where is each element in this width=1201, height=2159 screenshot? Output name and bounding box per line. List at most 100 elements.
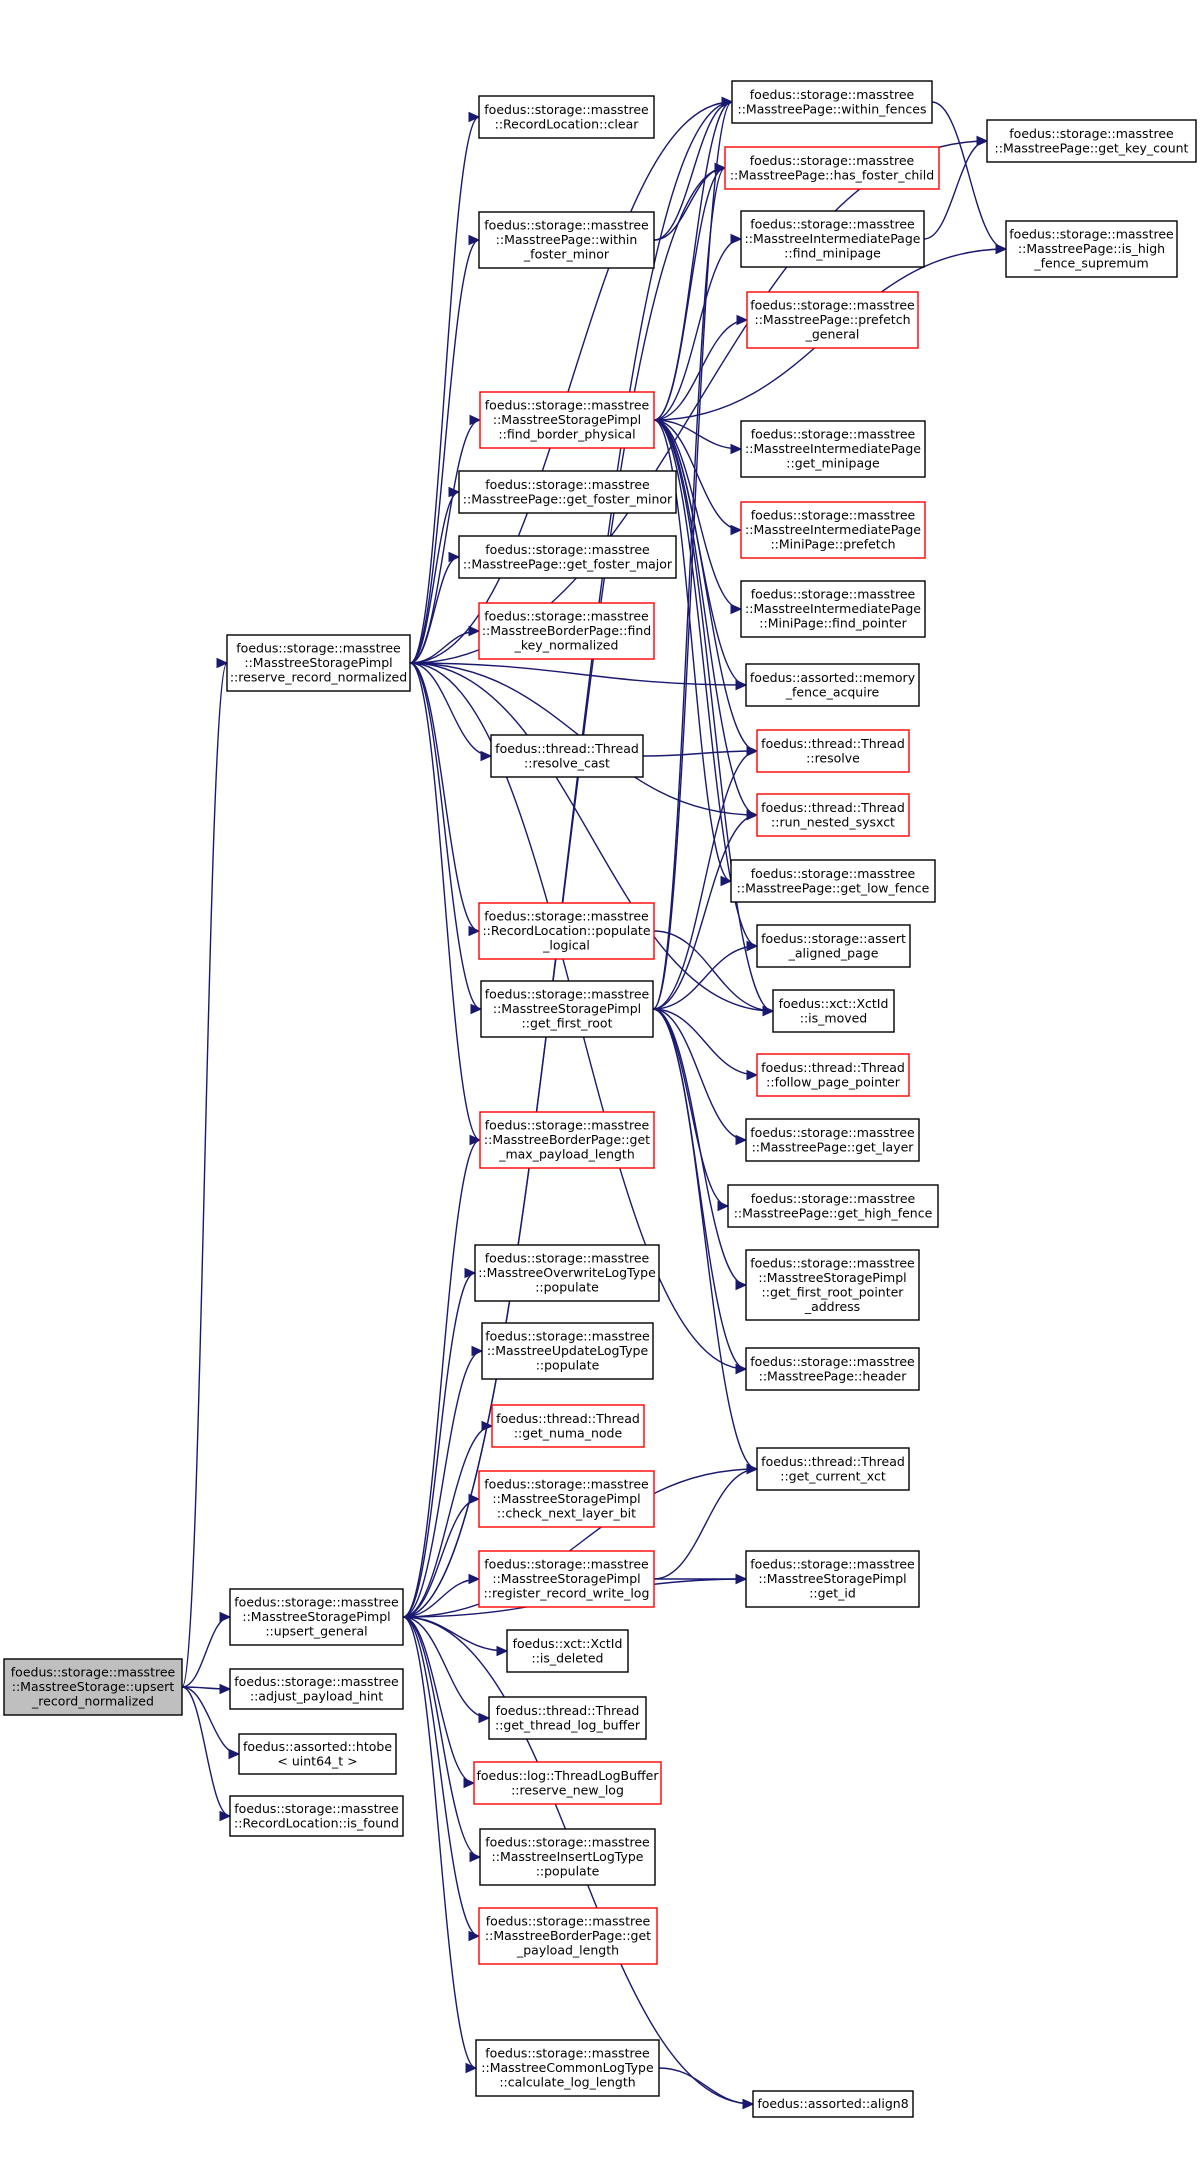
graph-node[interactable]: foedus::storage::masstree::MasstreePage:… xyxy=(478,211,655,269)
node-label-line: foedus::storage::masstree xyxy=(234,1595,399,1610)
node-label-line: ::MasstreeStoragePimpl xyxy=(242,1609,390,1624)
graph-node[interactable]: foedus::storage::masstree::MasstreeInser… xyxy=(479,1828,656,1886)
graph-node[interactable]: foedus::storage::masstree::MasstreeInter… xyxy=(740,420,926,478)
node-label-line: ::MasstreePage::is_high xyxy=(1018,241,1165,256)
graph-node[interactable]: foedus::thread::Thread::get_thread_log_b… xyxy=(488,1696,647,1740)
graph-node[interactable]: foedus::storage::masstree::MasstreeStora… xyxy=(479,391,655,449)
graph-node[interactable]: foedus::storage::masstree::MasstreeOverw… xyxy=(474,1244,660,1302)
node-box xyxy=(479,1111,655,1169)
graph-node[interactable]: foedus::thread::Thread::resolve xyxy=(756,729,910,773)
graph-edge xyxy=(409,556,460,664)
graph-node[interactable]: foedus::storage::masstree::RecordLocatio… xyxy=(478,95,655,139)
node-label-line: _foster_minor xyxy=(523,247,610,262)
node-box xyxy=(478,211,655,269)
edge-arrowhead xyxy=(465,2062,478,2074)
node-label-line: ::is_deleted xyxy=(532,1650,604,1665)
node-label-line: _key_normalized xyxy=(514,638,619,653)
node-label-line: foedus::storage::masstree xyxy=(750,153,915,168)
graph-edge xyxy=(653,167,726,421)
graph-edge xyxy=(652,814,758,1010)
graph-node[interactable]: foedus::storage::masstree::MasstreeStora… xyxy=(478,1550,655,1608)
graph-node[interactable]: foedus::xct::XctId::is_deleted xyxy=(506,1629,629,1673)
graph-node[interactable]: foedus::storage::masstree::MasstreePage:… xyxy=(724,146,940,190)
graph-node[interactable]: foedus::thread::Thread::run_nested_sysxc… xyxy=(756,793,910,837)
node-label-line: ::MasstreeOverwriteLogType xyxy=(478,1265,656,1280)
graph-node[interactable]: foedus::storage::masstree::MasstreeCommo… xyxy=(475,2039,660,2097)
graph-node[interactable]: foedus::storage::masstree::MasstreeStora… xyxy=(745,1550,920,1608)
graph-node[interactable]: foedus::thread::Thread::follow_page_poin… xyxy=(756,1053,910,1097)
graph-node[interactable]: foedus::thread::Thread::get_numa_node xyxy=(491,1404,645,1448)
graph-edge xyxy=(653,101,733,241)
graph-edge xyxy=(653,238,742,421)
node-box xyxy=(229,1588,404,1646)
edge-arrowhead xyxy=(730,603,743,615)
node-label-line: ::get_minipage xyxy=(786,456,880,471)
node-box xyxy=(238,1733,397,1775)
graph-node[interactable]: foedus::thread::Thread::get_current_xct xyxy=(756,1447,910,1491)
node-box xyxy=(226,634,411,692)
node-label-line: ::MasstreeStoragePimpl xyxy=(758,1270,906,1285)
edge-arrowhead xyxy=(714,162,727,174)
node-label-line: ::MiniPage::prefetch xyxy=(770,537,895,552)
graph-node[interactable]: foedus::storage::masstree::MasstreeStora… xyxy=(3,1658,183,1716)
edge-arrowhead xyxy=(736,314,749,326)
node-label-line: foedus::storage::masstree xyxy=(484,1477,649,1492)
graph-node[interactable]: foedus::log::ThreadLogBuffer::reserve_ne… xyxy=(473,1761,662,1805)
node-box xyxy=(490,734,644,778)
graph-node[interactable]: foedus::storage::masstree::MasstreeStora… xyxy=(226,634,411,692)
graph-edge xyxy=(653,419,758,816)
graph-node[interactable]: foedus::storage::masstree::MasstreeBorde… xyxy=(478,602,655,660)
graph-edge xyxy=(409,662,747,686)
node-label-line: _record_normalized xyxy=(31,1694,154,1709)
graph-node[interactable]: foedus::storage::masstree::RecordLocatio… xyxy=(229,1795,404,1837)
graph-node[interactable]: foedus::storage::masstree::MasstreePage:… xyxy=(727,1184,939,1228)
graph-node[interactable]: foedus::storage::masstree::MasstreePage:… xyxy=(746,291,919,349)
graph-node[interactable]: foedus::xct::XctId::is_moved xyxy=(772,989,895,1033)
edge-arrowhead xyxy=(468,1573,481,1585)
graph-node[interactable]: foedus::storage::masstree::MasstreeBorde… xyxy=(479,1111,655,1169)
graph-node[interactable]: foedus::storage::masstree::MasstreePage:… xyxy=(458,535,677,579)
node-label-line: foedus::thread::Thread xyxy=(761,800,905,815)
node-box xyxy=(986,119,1197,163)
node-label-line: ::MasstreeStoragePimpl xyxy=(244,655,392,670)
graph-node[interactable]: foedus::storage::masstree::MasstreePage:… xyxy=(986,119,1197,163)
node-label-line: ::RecordLocation::clear xyxy=(495,116,640,131)
graph-node[interactable]: foedus::storage::masstree::MasstreePage:… xyxy=(745,1347,920,1391)
graph-node[interactable]: foedus::thread::Thread::resolve_cast xyxy=(490,734,644,778)
graph-edge xyxy=(652,1008,758,1470)
graph-node[interactable]: foedus::storage::masstree::MasstreePage:… xyxy=(1005,220,1178,278)
graph-node[interactable]: foedus::storage::masstree::MasstreeInter… xyxy=(740,210,925,268)
node-label-line: ::adjust_payload_hint xyxy=(250,1688,383,1703)
node-label-line: ::MasstreeIntermediatePage xyxy=(745,441,921,456)
graph-node[interactable]: foedus::storage::masstree::MasstreePage:… xyxy=(458,470,677,514)
graph-node[interactable]: foedus::storage::masstree::MasstreeBorde… xyxy=(478,1907,658,1965)
graph-node[interactable]: foedus::storage::masstree::MasstreePage:… xyxy=(731,80,933,124)
node-label-line: foedus::storage::masstree xyxy=(484,609,649,624)
graph-node[interactable]: foedus::storage::masstree::MasstreePage:… xyxy=(745,1118,920,1162)
graph-node[interactable]: foedus::storage::masstree::MasstreeStora… xyxy=(480,980,654,1038)
graph-node[interactable]: foedus::storage::masstree::RecordLocatio… xyxy=(478,902,655,960)
graph-node[interactable]: foedus::storage::assert_aligned_page xyxy=(756,924,911,968)
graph-node[interactable]: foedus::storage::masstree::adjust_payloa… xyxy=(229,1668,404,1710)
node-box xyxy=(756,1447,910,1491)
graph-node[interactable]: foedus::assorted::align8 xyxy=(752,2090,914,2118)
edge-arrowhead xyxy=(721,96,734,108)
graph-edge xyxy=(409,116,480,664)
graph-node[interactable]: foedus::storage::masstree::MasstreeInter… xyxy=(740,580,926,638)
edge-arrowhead xyxy=(746,809,759,821)
node-box xyxy=(478,902,655,960)
graph-edge xyxy=(931,101,1007,250)
graph-edge xyxy=(653,419,774,1012)
graph-node[interactable]: foedus::storage::masstree::MasstreeStora… xyxy=(229,1588,404,1646)
node-label-line: ::MasstreePage::within xyxy=(496,232,638,247)
graph-node[interactable]: foedus::storage::masstree::MasstreeInter… xyxy=(740,501,926,559)
graph-node[interactable]: foedus::storage::masstree::MasstreeStora… xyxy=(478,1470,655,1528)
graph-node[interactable]: foedus::storage::masstree::MasstreeUpdat… xyxy=(481,1322,654,1380)
graph-node[interactable]: foedus::assorted::memory_fence_acquire xyxy=(745,663,920,707)
graph-node[interactable]: foedus::storage::masstree::MasstreePage:… xyxy=(730,859,936,903)
node-label-line: foedus::thread::Thread xyxy=(761,1060,905,1075)
graph-node[interactable]: foedus::assorted::htobe< uint64_t > xyxy=(238,1733,397,1775)
graph-node[interactable]: foedus::storage::masstree::MasstreeStora… xyxy=(745,1249,920,1321)
node-label-line: foedus::storage::masstree xyxy=(485,1118,650,1133)
